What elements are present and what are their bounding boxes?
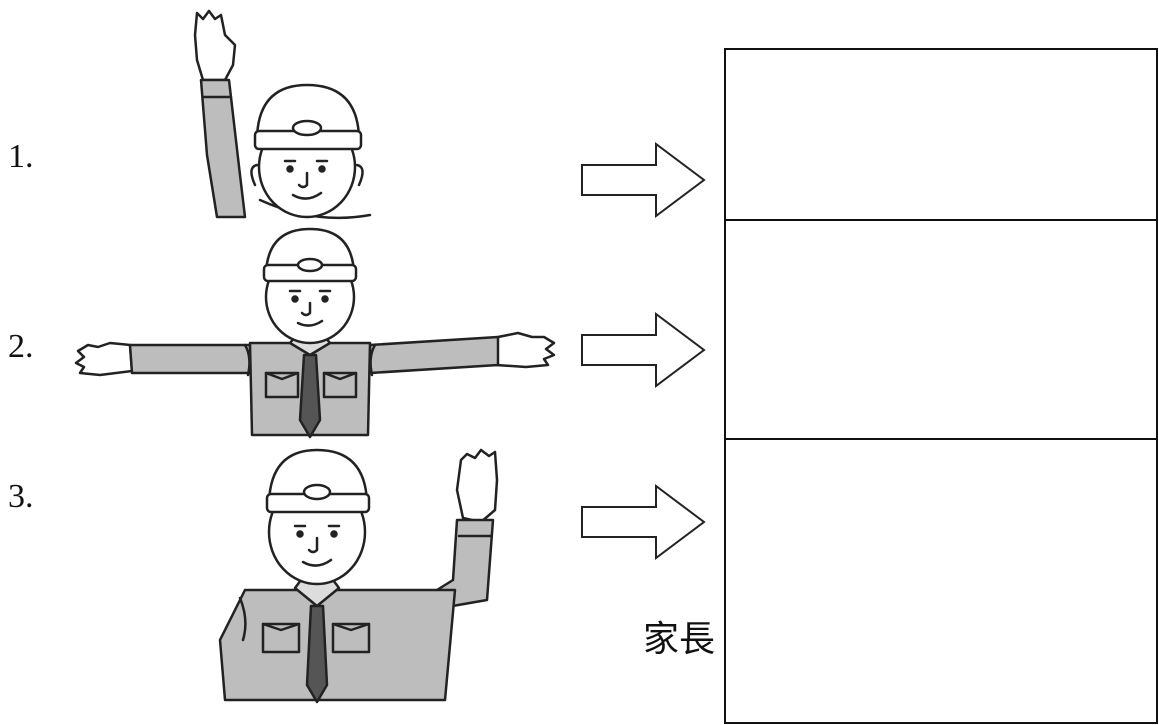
right-arrow-icon bbox=[581, 142, 706, 218]
worker-arms-outstretched-figure bbox=[74, 227, 556, 439]
answer-box-1[interactable] bbox=[724, 48, 1158, 221]
item-number-2: 2. bbox=[8, 328, 34, 365]
answer-box-3[interactable] bbox=[724, 438, 1158, 724]
worker-side-arm-raised-figure bbox=[218, 448, 499, 704]
parent-label: 家長 bbox=[643, 619, 716, 660]
item-number-3: 3. bbox=[8, 478, 34, 515]
right-arrow-icon bbox=[581, 312, 706, 388]
answer-box-2[interactable] bbox=[724, 219, 1158, 440]
item-number-1: 1. bbox=[8, 138, 34, 175]
worker-arm-raised-figure bbox=[193, 9, 372, 220]
right-arrow-icon bbox=[581, 484, 706, 560]
